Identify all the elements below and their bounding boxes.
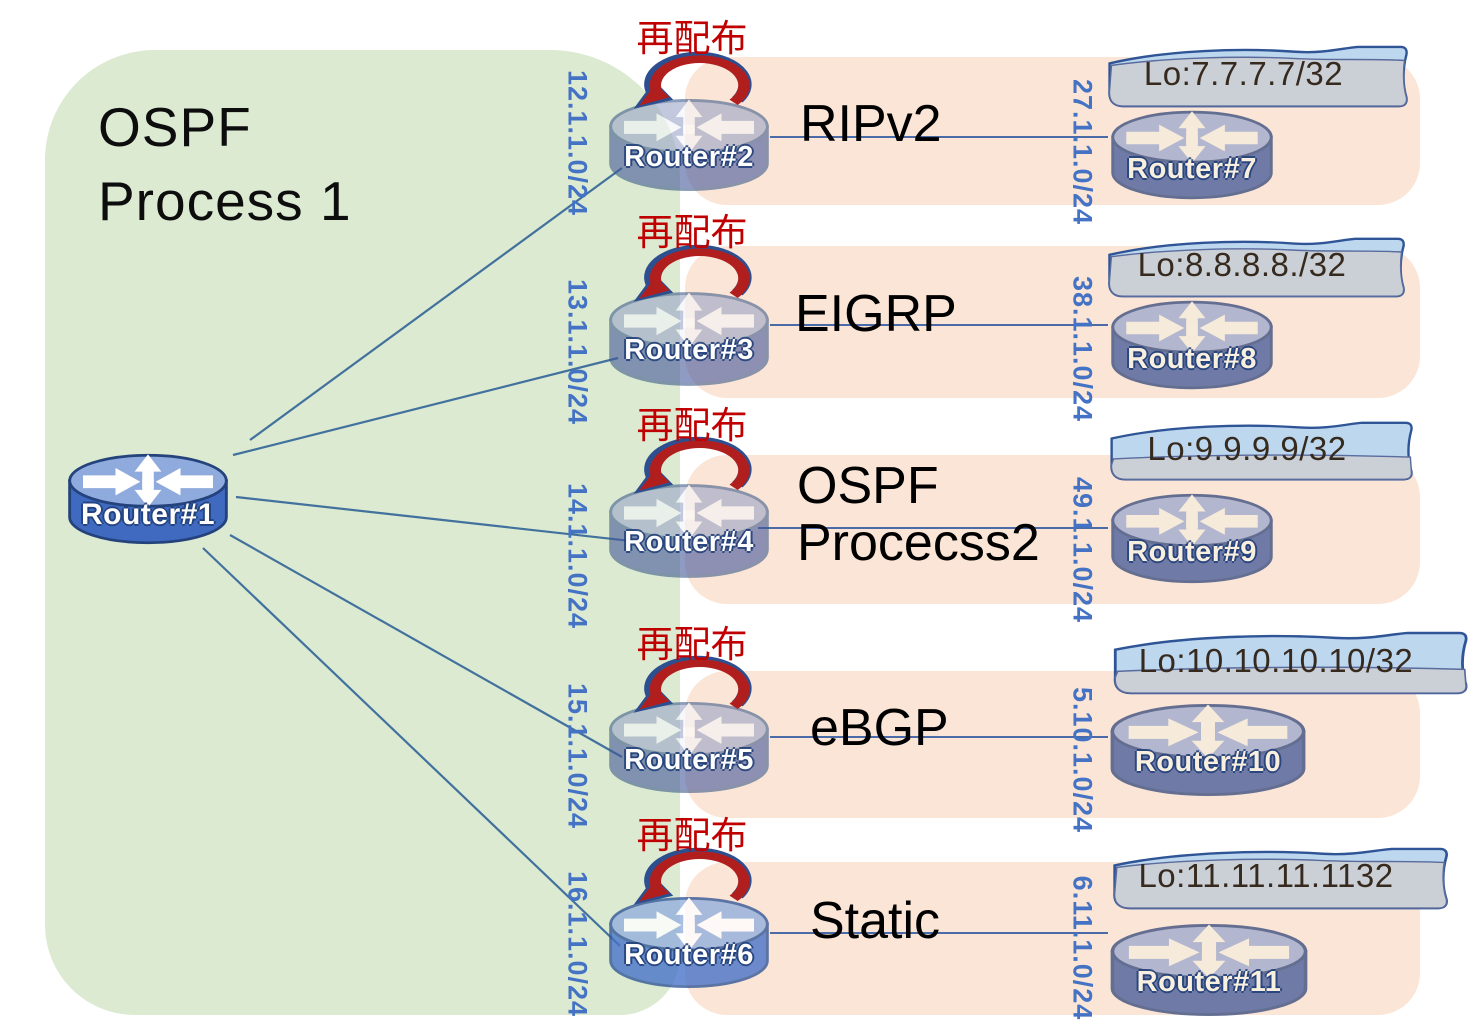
router-8-label: Router#8 (1127, 343, 1257, 375)
router-3: Router#3 (603, 286, 775, 392)
router-10: Router#10 (1103, 698, 1313, 802)
title-line2: Process 1 (98, 170, 352, 232)
router-6-label: Router#6 (624, 939, 754, 971)
left-network-label-row2: 13.1.1.0/24 (562, 278, 593, 426)
link-router1-router3 (232, 356, 619, 457)
protocol-label-line1: OSPF (797, 457, 939, 515)
protocol-label-eigrp: EIGRP (795, 285, 957, 343)
router-9-label: Router#9 (1127, 536, 1257, 568)
redistribute-label-row2: 再配布 (636, 212, 748, 253)
right-network-label-row5: 6.11.1.0/24 (1067, 875, 1098, 1021)
router-1: Router#1 (62, 448, 234, 550)
router-5-label: Router#5 (624, 744, 754, 776)
redistribute-label-row1: 再配布 (636, 18, 748, 59)
router-11: Router#11 (1103, 918, 1315, 1022)
loopback-banner-router10: Lo:10.10.10.10/32 (1104, 630, 1476, 697)
loopback-label-router10: Lo:10.10.10.10/32 (1138, 641, 1414, 679)
redistribute-label-row4: 再配布 (636, 624, 748, 665)
loopback-banner-router7: Lo:7.7.7.7/32 (1100, 44, 1415, 110)
router-2-label: Router#2 (624, 141, 754, 173)
link-router1-router4 (235, 495, 641, 544)
right-network-label-row3: 49.1.1.0/24 (1067, 476, 1098, 624)
router-2: Router#2 (603, 93, 775, 197)
router-4-label: Router#4 (624, 526, 754, 558)
router-7: Router#7 (1105, 105, 1279, 205)
title-line1: OSPF (98, 96, 252, 158)
link-router1-router2 (249, 167, 623, 441)
router-3-label: Router#3 (624, 334, 754, 366)
loopback-label-router11: Lo:11.11.11.1132 (1138, 856, 1394, 894)
left-network-label-row5: 16.1.1.0/24 (562, 870, 593, 1018)
protocol-label-static: Static (810, 892, 941, 950)
loopback-label-router8: Lo:8.8.8.8./32 (1137, 245, 1347, 283)
protocol-label-line2: Procecss2 (797, 514, 1040, 572)
ospf-process1-title: OSPF Process 1 (98, 90, 352, 238)
protocol-label-ospf-process2: OSPF Procecss2 (797, 458, 1040, 572)
left-network-label-row4: 15.1.1.0/24 (562, 682, 593, 830)
loopback-banner-router11: Lo:11.11.11.1132 (1104, 846, 1456, 912)
redistribute-label-row5: 再配布 (636, 815, 748, 856)
loopback-banner-router8: Lo:8.8.8.8./32 (1100, 236, 1412, 300)
link-router1-router5 (229, 534, 623, 758)
right-network-label-row2: 38.1.1.0/24 (1067, 275, 1098, 423)
router-11-label: Router#11 (1136, 966, 1282, 998)
router-7-label: Router#7 (1127, 153, 1257, 185)
router-1-label: Router#1 (80, 498, 216, 531)
redistribute-label-row3: 再配布 (636, 405, 748, 446)
router-10-label: Router#10 (1134, 746, 1282, 778)
router-4: Router#4 (603, 478, 775, 584)
router-5: Router#5 (603, 696, 775, 799)
router-9: Router#9 (1105, 488, 1279, 589)
protocol-label-ebgp: eBGP (810, 699, 949, 757)
left-network-label-row3: 14.1.1.0/24 (562, 482, 593, 630)
router-8: Router#8 (1105, 295, 1279, 395)
router-6: Router#6 (603, 891, 775, 994)
protocol-label-ripv2: RIPv2 (800, 95, 942, 153)
right-network-label-row1: 27.1.1.0/24 (1067, 78, 1098, 226)
loopback-label-router9: Lo:9.9.9.9/32 (1147, 429, 1347, 467)
loopback-label-router7: Lo:7.7.7.7/32 (1143, 54, 1344, 92)
left-network-label-row1: 12.1.1.0/24 (562, 69, 593, 217)
right-network-label-row4: 5.10.1.0/24 (1067, 686, 1098, 834)
loopback-banner-router9: Lo:9.9.9.9/32 (1102, 420, 1420, 483)
link-router1-router6 (202, 547, 621, 947)
